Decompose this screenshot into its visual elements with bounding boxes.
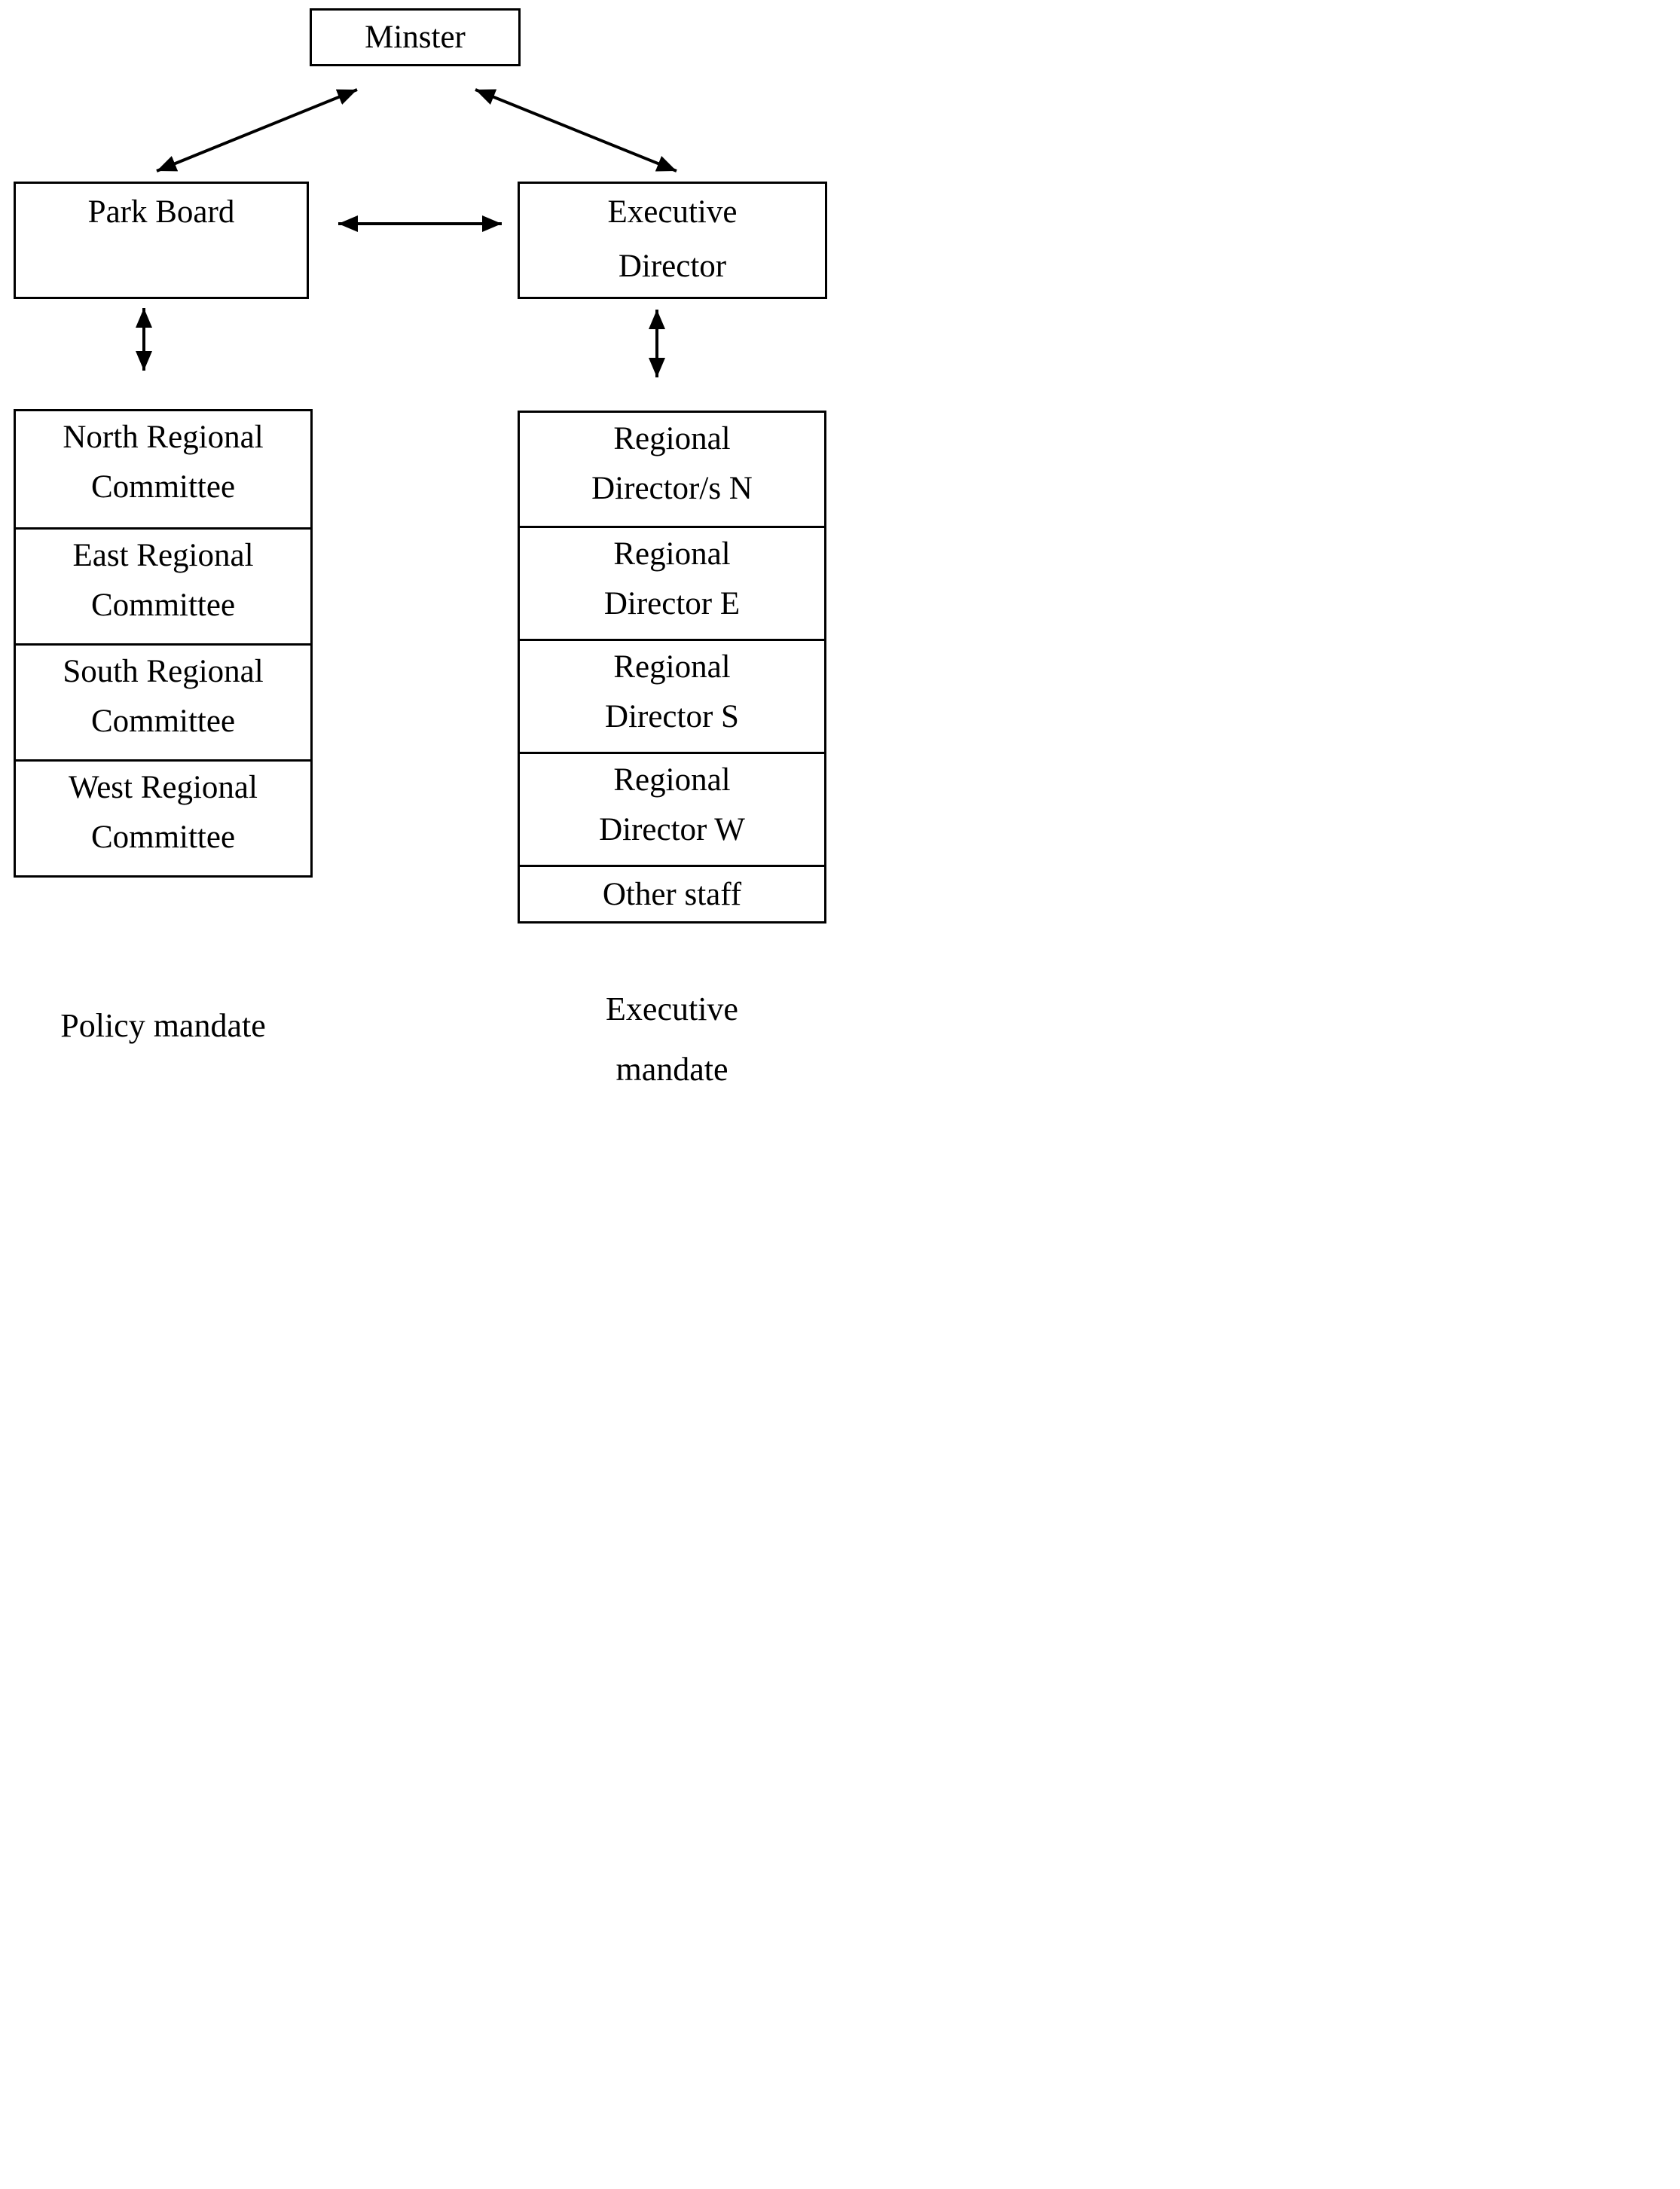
cell-line2: Director/s N: [591, 471, 753, 506]
policy-mandate-text: Policy mandate: [60, 1007, 266, 1044]
cell-line1: West Regional: [69, 770, 258, 805]
cell-line2: Committee: [90, 469, 236, 505]
cell-regional-director-w: Regional Director W: [520, 752, 824, 865]
cell-line1: Regional: [613, 536, 731, 572]
cell-line2: Director S: [605, 699, 739, 734]
cell-west-regional-committee: West Regional Committee: [16, 759, 310, 875]
node-executive-director: Executive Director: [518, 182, 827, 299]
cell-line1: South Regional: [63, 654, 264, 689]
cell-line1: Regional: [613, 421, 731, 456]
executive-mandate-label: Executive mandate: [518, 979, 826, 1094]
cell-line2: Committee: [90, 588, 236, 623]
arrow-minister-parkboard: [156, 88, 358, 172]
right-column-directors: Regional Director/s N Regional Director …: [518, 411, 826, 924]
org-chart-canvas: Minster Park Board Executive Director No…: [0, 0, 840, 1094]
cell-line2: Committee: [90, 704, 236, 739]
cell-line2: Director E: [603, 586, 741, 621]
arrow-minister-execdirector: [475, 88, 677, 172]
cell-line1: North Regional: [63, 420, 264, 455]
cell-line2: Director W: [599, 812, 745, 847]
cell-regional-director-e: Regional Director E: [520, 526, 824, 639]
executive-mandate-line2: mandate: [615, 1051, 729, 1088]
cell-line1: East Regional: [72, 538, 254, 573]
node-park-board-label: Park Board: [87, 194, 235, 230]
node-executive-director-line1: Executive: [607, 194, 738, 230]
cell-regional-director-n: Regional Director/s N: [520, 413, 824, 526]
cell-line1: Other staff: [602, 876, 742, 912]
executive-mandate-line1: Executive: [606, 991, 738, 1027]
cell-south-regional-committee: South Regional Committee: [16, 643, 310, 759]
cell-other-staff: Other staff: [520, 865, 824, 921]
cell-line1: Regional: [613, 649, 731, 685]
cell-north-regional-committee: North Regional Committee: [16, 411, 310, 527]
policy-mandate-label: Policy mandate: [14, 996, 313, 1056]
node-executive-director-line2: Director: [618, 249, 727, 284]
node-minister: Minster: [310, 8, 521, 66]
cell-line2: Committee: [90, 820, 236, 855]
node-park-board: Park Board: [14, 182, 309, 299]
cell-line1: Regional: [613, 762, 731, 798]
node-minister-label: Minster: [365, 20, 466, 55]
cell-regional-director-s: Regional Director S: [520, 639, 824, 752]
left-column-committees: North Regional Committee East Regional C…: [14, 409, 313, 878]
cell-east-regional-committee: East Regional Committee: [16, 527, 310, 643]
